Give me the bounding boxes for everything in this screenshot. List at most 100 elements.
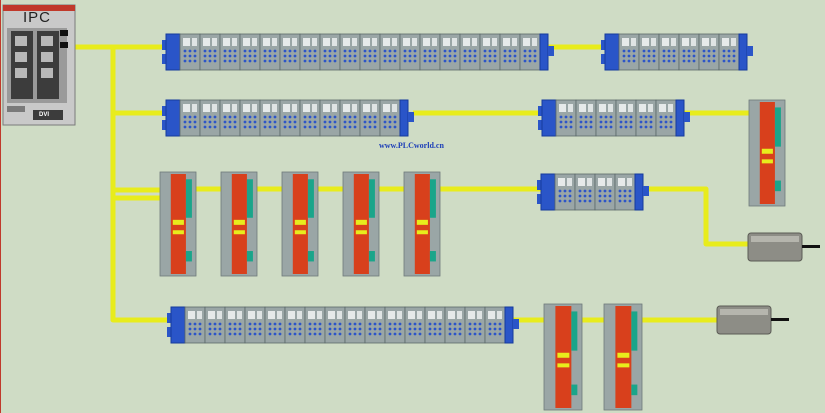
ipc-controller bbox=[2, 4, 76, 126]
module-led bbox=[513, 59, 517, 63]
module-label-plate bbox=[232, 104, 237, 112]
io-module bbox=[615, 99, 637, 137]
ipc-port bbox=[60, 30, 68, 36]
module-led bbox=[258, 327, 262, 331]
module-led bbox=[578, 189, 582, 193]
module-led bbox=[333, 322, 337, 326]
module-led bbox=[323, 115, 327, 119]
module-led bbox=[589, 120, 593, 124]
module-led bbox=[183, 54, 187, 58]
io-module bbox=[279, 99, 301, 137]
module-led bbox=[308, 322, 312, 326]
module-label-plate bbox=[368, 311, 375, 319]
module-led bbox=[667, 49, 671, 53]
module-led bbox=[253, 115, 257, 119]
io-module bbox=[304, 306, 326, 344]
module-led bbox=[568, 199, 572, 203]
module-led bbox=[393, 59, 397, 63]
module-led bbox=[308, 120, 312, 124]
module-led bbox=[323, 54, 327, 58]
module-led bbox=[398, 322, 402, 326]
module-led bbox=[722, 54, 726, 58]
module-led bbox=[293, 332, 297, 336]
module-led bbox=[208, 54, 212, 58]
module-led bbox=[589, 115, 593, 119]
module-led bbox=[333, 327, 337, 331]
module-led bbox=[318, 327, 322, 331]
module-led bbox=[443, 59, 447, 63]
module-led bbox=[408, 327, 412, 331]
io-module bbox=[499, 33, 521, 71]
module-led bbox=[498, 327, 502, 331]
module-led bbox=[488, 332, 492, 336]
module-led bbox=[248, 125, 252, 129]
module-led bbox=[453, 332, 457, 336]
module-led bbox=[652, 59, 656, 63]
io-module bbox=[259, 99, 281, 137]
module-led bbox=[213, 327, 217, 331]
module-led bbox=[388, 120, 392, 124]
module-label-plate bbox=[272, 38, 277, 46]
module-label-plate bbox=[492, 38, 497, 46]
servo-drive bbox=[281, 171, 319, 277]
module-label-plate bbox=[403, 38, 410, 46]
module-led bbox=[413, 332, 417, 336]
module-led bbox=[278, 327, 282, 331]
io-module bbox=[199, 99, 221, 137]
module-led bbox=[208, 327, 212, 331]
module-label-plate bbox=[588, 104, 593, 112]
module-led bbox=[283, 115, 287, 119]
module-label-plate bbox=[392, 38, 397, 46]
io-module bbox=[444, 306, 466, 344]
module-led bbox=[213, 59, 217, 63]
module-led bbox=[338, 322, 342, 326]
module-led bbox=[203, 54, 207, 58]
module-label-plate bbox=[618, 178, 625, 186]
module-led bbox=[193, 54, 197, 58]
drive-display bbox=[617, 363, 630, 368]
module-led bbox=[528, 54, 532, 58]
module-led bbox=[408, 59, 412, 63]
module-led bbox=[248, 49, 252, 53]
module-label-plate bbox=[642, 38, 649, 46]
module-led bbox=[559, 125, 563, 129]
module-label-plate bbox=[372, 38, 377, 46]
module-led bbox=[323, 120, 327, 124]
module-label-plate bbox=[607, 178, 612, 186]
io-module bbox=[379, 99, 401, 137]
module-led bbox=[398, 327, 402, 331]
module-led bbox=[433, 322, 437, 326]
module-led bbox=[408, 322, 412, 326]
module-led bbox=[418, 327, 422, 331]
module-led bbox=[413, 54, 417, 58]
module-led bbox=[453, 59, 457, 63]
module-label-plate bbox=[183, 104, 190, 112]
module-led bbox=[353, 327, 357, 331]
module-led bbox=[632, 49, 636, 53]
module-led bbox=[363, 49, 367, 53]
io-module bbox=[179, 99, 201, 137]
module-led bbox=[223, 115, 227, 119]
io-module bbox=[224, 306, 246, 344]
module-led bbox=[368, 125, 372, 129]
module-label-plate bbox=[212, 104, 217, 112]
module-led bbox=[393, 49, 397, 53]
module-led bbox=[563, 189, 567, 193]
module-led bbox=[303, 120, 307, 124]
module-led bbox=[373, 327, 377, 331]
io-module bbox=[404, 306, 426, 344]
module-led bbox=[318, 322, 322, 326]
module-led bbox=[268, 49, 272, 53]
module-led bbox=[659, 125, 663, 129]
module-led bbox=[338, 327, 342, 331]
drive-display bbox=[416, 219, 428, 225]
module-led bbox=[628, 194, 632, 198]
drive-accent-panel bbox=[185, 179, 192, 218]
module-led bbox=[624, 120, 628, 124]
drive-display bbox=[233, 219, 245, 225]
module-led bbox=[378, 322, 382, 326]
module-led bbox=[687, 59, 691, 63]
module-led bbox=[692, 54, 696, 58]
module-led bbox=[208, 322, 212, 326]
module-led bbox=[493, 49, 497, 53]
